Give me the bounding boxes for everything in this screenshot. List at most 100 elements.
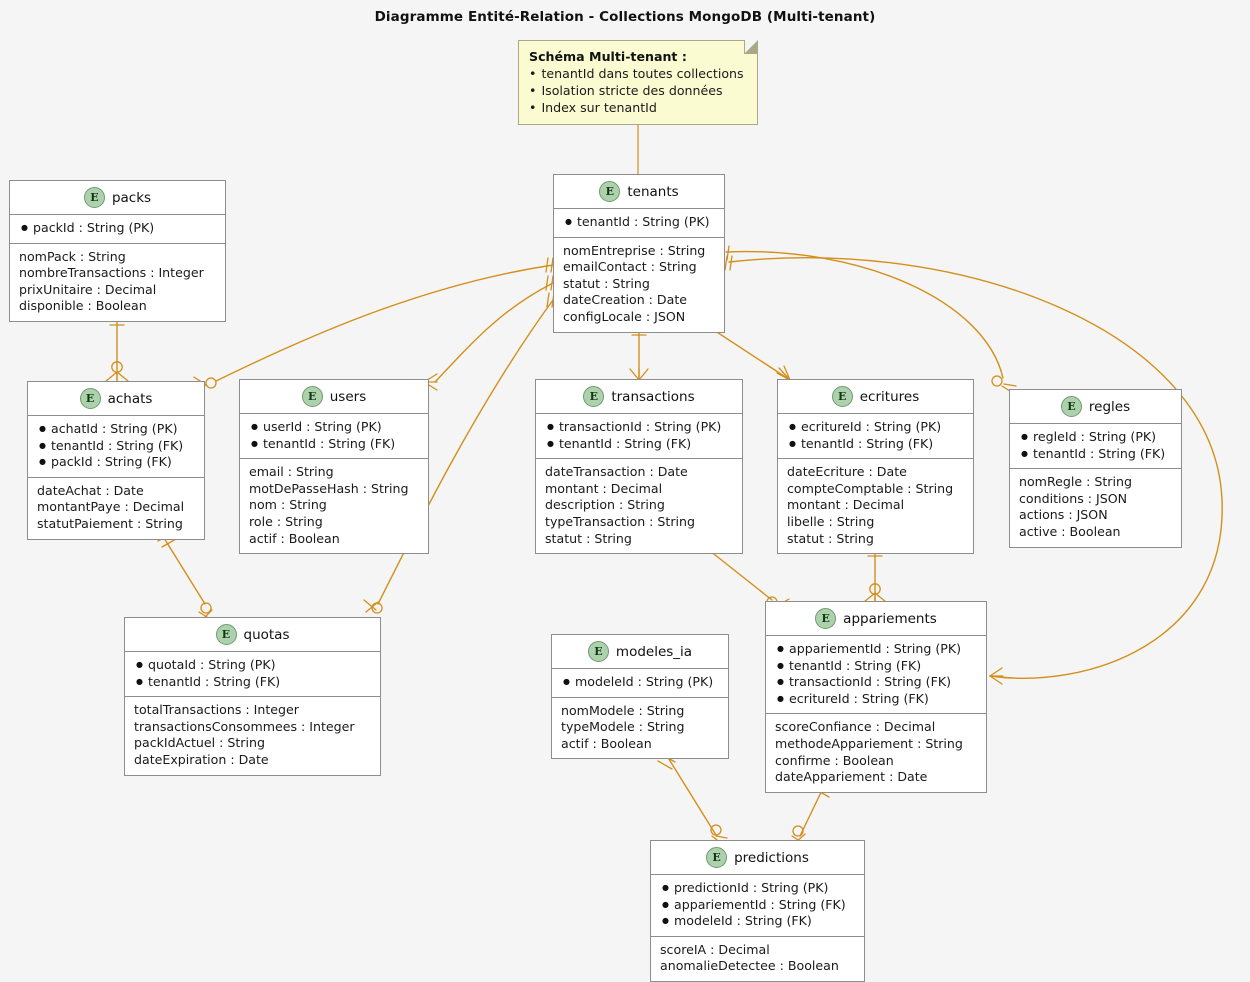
entity-keys: achatId : String (PK) tenantId : String … [28,416,204,477]
entity-name: quotas [243,626,290,643]
note-title: Schéma Multi-tenant : [529,49,687,64]
entity-fields: email : String motDePasseHash : String n… [240,458,428,553]
field: typeModele : String [561,719,685,735]
entity-icon: E [215,624,237,645]
entity-fields: totalTransactions : Integer transactions… [125,696,380,774]
field-key: predictionId : String (PK) [660,880,855,897]
field: nomEntreprise : String [563,242,706,258]
entity-header: E modeles_ia [552,635,728,669]
field: statut : String [787,530,874,546]
field: montant : Decimal [545,480,663,496]
entity-icon: E [1060,396,1082,417]
entity-predictions[interactable]: E predictions predictionId : String (PK)… [650,840,865,982]
field-key: ecritureId : String (PK) [787,419,964,436]
field: nombreTransactions : Integer [19,265,204,281]
note-multitenant: Schéma Multi-tenant : tenantId dans tout… [518,40,758,125]
field-key: tenantId : String (FK) [249,436,419,453]
field: totalTransactions : Integer [134,702,299,718]
entity-fields: nomRegle : String conditions : JSON acti… [1010,468,1181,546]
field: dateAchat : Date [37,482,144,498]
entity-icon: E [79,388,101,409]
entity-name: ecritures [859,388,920,405]
field: description : String [545,497,665,513]
field-key: tenantId : String (PK) [563,214,715,231]
page-title: Diagramme Entité-Relation - Collections … [374,9,876,25]
entity-header: E packs [10,181,225,215]
field-key: achatId : String (PK) [37,421,195,438]
entity-fields: scoreIA : Decimal anomalieDetectee : Boo… [651,935,864,981]
entity-keys: modeleId : String (PK) [552,669,728,697]
entity-name: tenants [627,183,679,200]
field-key: tenantId : String (FK) [1019,446,1172,463]
entity-name: modeles_ia [615,643,693,660]
field-key: packId : String (FK) [37,454,195,471]
entity-name: predictions [734,849,809,866]
entity-users[interactable]: E users userId : String (PK) tenantId : … [239,379,429,555]
field-key: ecritureId : String (FK) [775,691,977,708]
entity-keys: transactionId : String (PK) tenantId : S… [536,414,742,458]
field: conditions : JSON [1019,490,1128,506]
entity-keys: predictionId : String (PK) appariementId… [651,875,864,936]
field-key: tenantId : String (FK) [37,438,195,455]
entity-header: E achats [28,382,204,416]
field: nom : String [249,497,327,513]
field: dateExpiration : Date [134,751,269,767]
field-key: tenantId : String (FK) [545,436,733,453]
entity-tenants[interactable]: E tenants tenantId : String (PK) nomEntr… [553,174,725,333]
entity-transactions[interactable]: E transactions transactionId : String (P… [535,379,743,555]
entity-fields: dateEcriture : Date compteComptable : St… [778,458,973,553]
entity-icon: E [815,608,837,629]
entity-header: E appariements [766,602,986,636]
entity-regles[interactable]: E regles regleId : String (PK) tenantId … [1009,389,1182,548]
entity-modeles-ia[interactable]: E modeles_ia modeleId : String (PK) nomM… [551,634,729,760]
field-key: transactionId : String (FK) [775,674,977,691]
field: actions : JSON [1019,507,1108,523]
entity-fields: dateAchat : Date montantPaye : Decimal s… [28,476,204,539]
entity-ecritures[interactable]: E ecritures ecritureId : String (PK) ten… [777,379,974,555]
entity-appariements[interactable]: E appariements appariementId : String (P… [765,601,987,793]
field: prixUnitaire : Decimal [19,281,157,297]
entity-header: E ecritures [778,380,973,414]
field: statut : String [563,275,650,291]
entity-name: achats [107,390,153,407]
entity-icon: E [831,386,853,407]
entity-keys: ecritureId : String (PK) tenantId : Stri… [778,414,973,458]
entity-name: users [329,388,367,405]
entity-icon: E [599,181,621,202]
entity-keys: regleId : String (PK) tenantId : String … [1010,424,1181,468]
field: statut : String [545,530,632,546]
entity-icon: E [583,386,605,407]
note-item: Index sur tenantId [529,99,747,116]
field: role : String [249,513,323,529]
field: packIdActuel : String [134,735,265,751]
note-fold-corner [744,41,757,54]
field-key: userId : String (PK) [249,419,419,436]
field-key: modeleId : String (FK) [660,913,855,930]
entity-fields: nomModele : String typeModele : String a… [552,696,728,759]
field: configLocale : JSON [563,308,686,324]
entity-quotas[interactable]: E quotas quotaId : String (PK) tenantId … [124,617,381,776]
entity-packs[interactable]: E packs packId : String (PK) nomPack : S… [9,180,226,322]
entity-header: E users [240,380,428,414]
field-key: quotaId : String (PK) [134,657,371,674]
field: montant : Decimal [787,497,905,513]
field: actif : Boolean [561,735,652,751]
entity-name: appariements [843,610,937,627]
field: motDePasseHash : String [249,480,409,496]
field: typeTransaction : String [545,513,696,529]
entity-keys: quotaId : String (PK) tenantId : String … [125,652,380,696]
entity-achats[interactable]: E achats achatId : String (PK) tenantId … [27,381,205,540]
entity-keys: appariementId : String (PK) tenantId : S… [766,636,986,713]
field: active : Boolean [1019,523,1121,539]
field: dateAppariement : Date [775,769,928,785]
field-key: appariementId : String (FK) [660,897,855,914]
field-key: regleId : String (PK) [1019,429,1172,446]
entity-keys: userId : String (PK) tenantId : String (… [240,414,428,458]
field: actif : Boolean [249,530,340,546]
field-key: modeleId : String (PK) [561,674,719,691]
field: disponible : Boolean [19,298,147,314]
entity-icon: E [587,641,609,662]
entity-fields: nomEntreprise : String emailContact : St… [554,236,724,332]
field: dateEcriture : Date [787,464,907,480]
